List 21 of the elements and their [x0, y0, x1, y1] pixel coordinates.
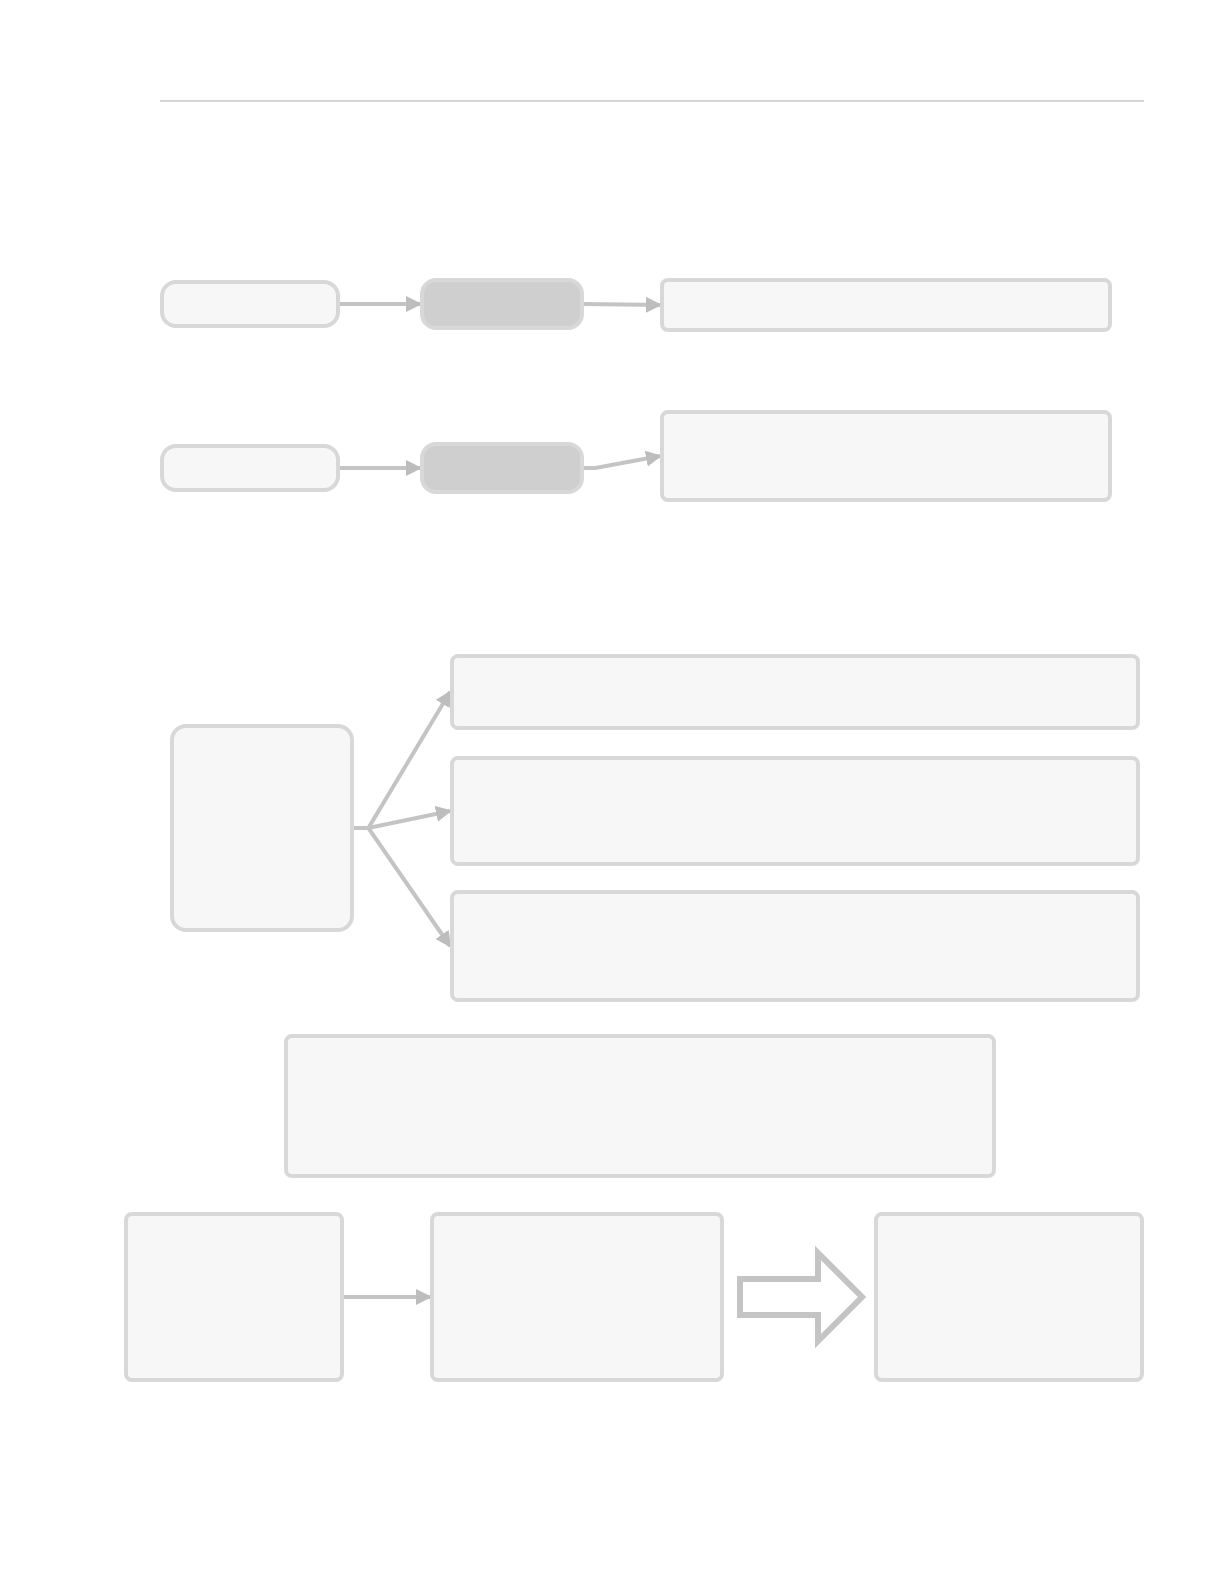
arrow	[340, 296, 422, 312]
arrow	[583, 296, 662, 313]
process-box	[170, 724, 354, 932]
process-box	[450, 654, 1140, 730]
process-box	[450, 890, 1140, 1002]
process-box	[430, 1212, 724, 1382]
block-arrow	[737, 1245, 867, 1349]
shaded-box	[420, 278, 584, 330]
arrow	[344, 1289, 432, 1305]
process-box	[874, 1212, 1144, 1382]
shaded-box	[420, 442, 584, 494]
process-box	[660, 278, 1112, 332]
process-box	[124, 1212, 344, 1382]
arrow	[354, 826, 452, 948]
arrow	[584, 450, 662, 470]
process-box	[160, 280, 340, 328]
process-box	[660, 410, 1112, 502]
process-box	[160, 444, 340, 492]
arrow	[340, 460, 422, 476]
process-box	[450, 756, 1140, 866]
process-box	[284, 1034, 996, 1178]
